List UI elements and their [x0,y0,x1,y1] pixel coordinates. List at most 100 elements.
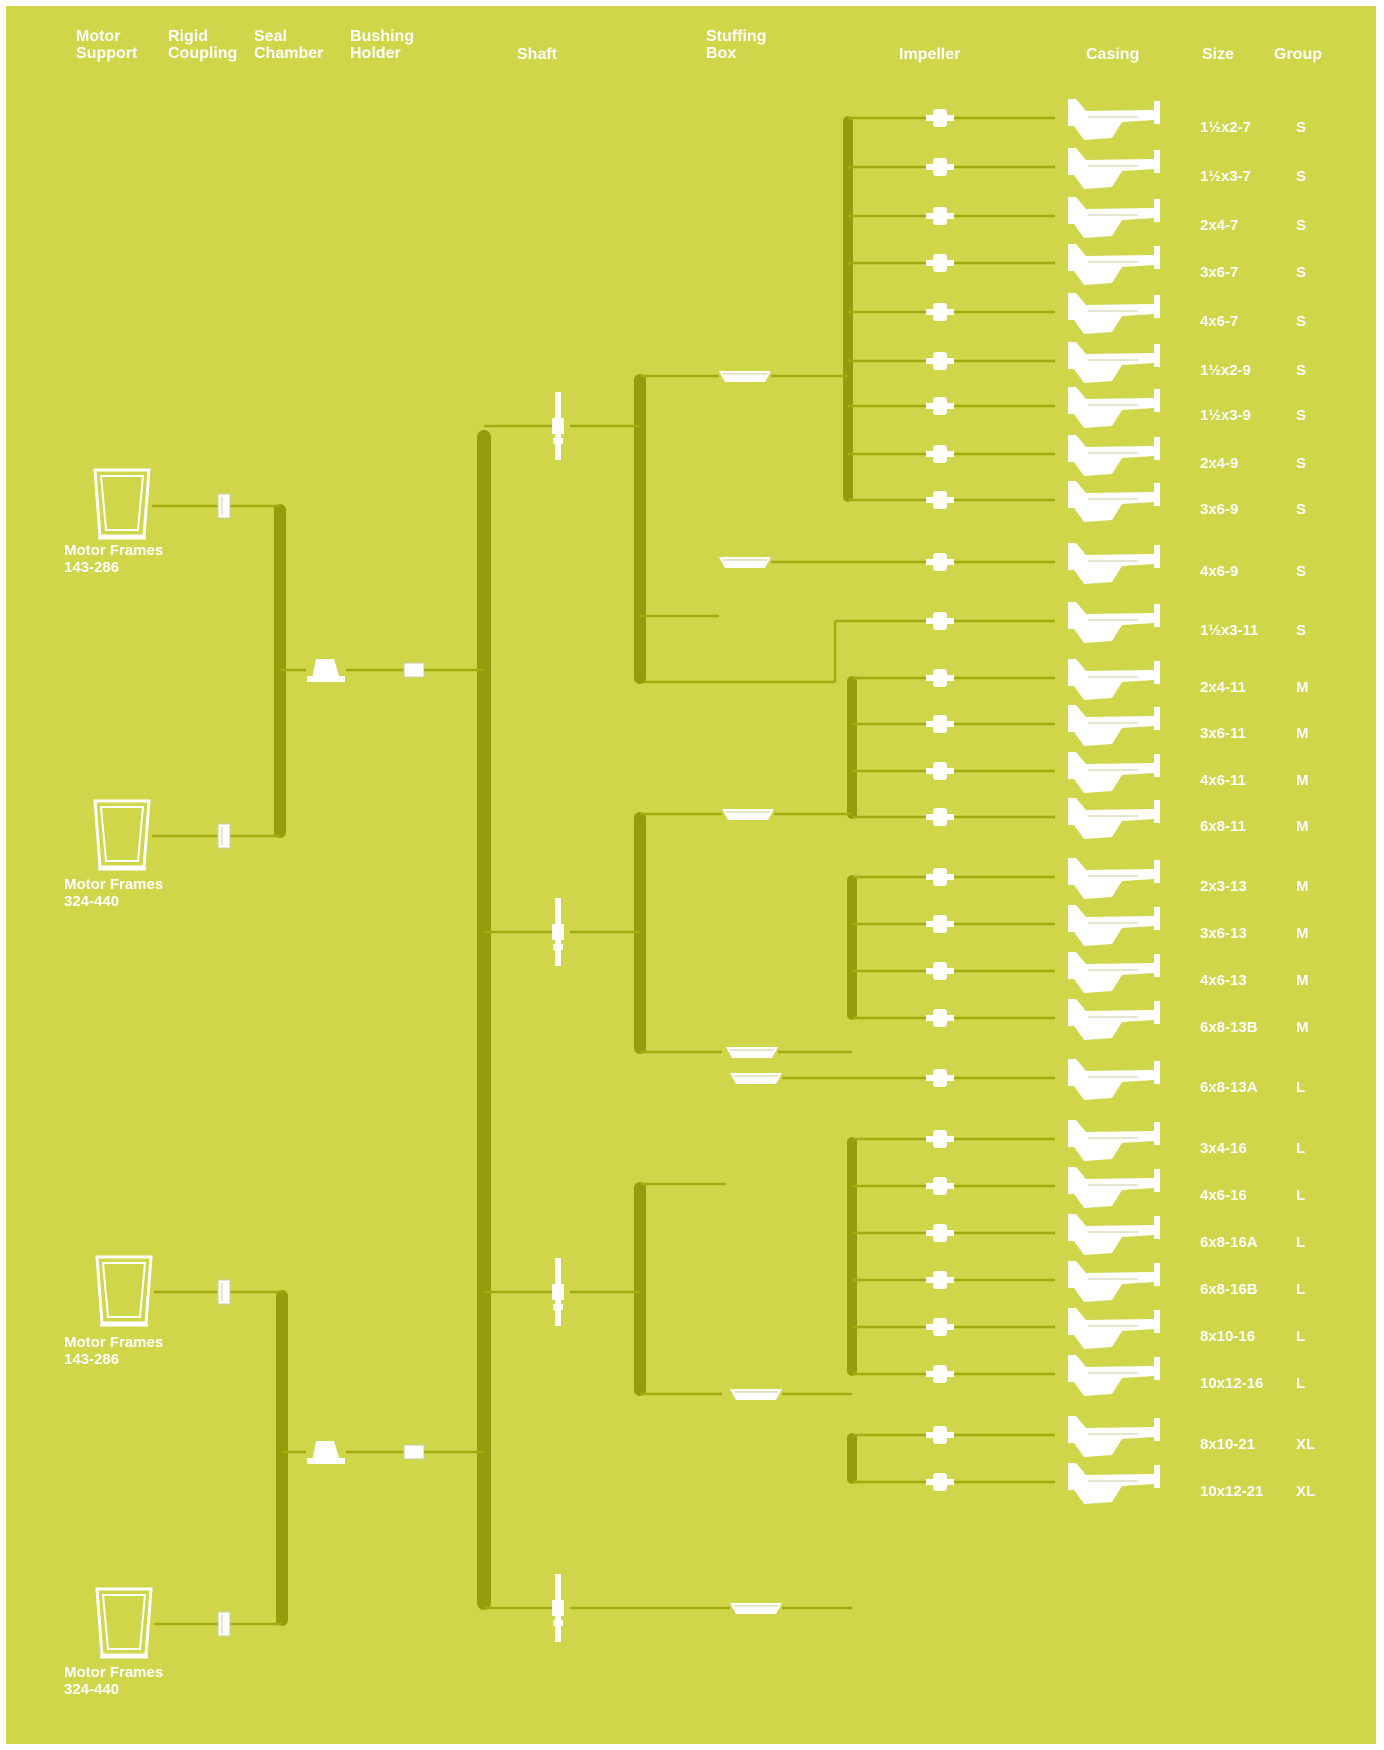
bushing-holder-icon [403,1444,425,1460]
stuffing-box-bracket [847,676,857,819]
impeller-icon [926,915,954,933]
stuffing-box-icon [730,1073,782,1084]
pump-size-label: 1½x2-7 [1200,119,1251,136]
motor-frame-icon [93,799,151,871]
pump-size-label: 4x6-9 [1200,563,1239,580]
motor-frame-icon [93,468,151,540]
shaft-icon [552,898,564,966]
impeller-icon [926,762,954,780]
motor-frames-label-3: Motor Frames 143-286 [64,1334,164,1368]
pump-size-label: 1½x3-9 [1200,407,1251,424]
casing-icon [1068,1167,1160,1208]
pump-size-label: 3x4-16 [1200,1140,1247,1157]
pump-group-label: L [1296,1281,1306,1298]
pump-size-label: 3x6-11 [1200,725,1246,742]
stuffing-box-bracket [847,875,857,1020]
pump-size-label: 2x3-13 [1200,878,1247,895]
casing-icon [1068,752,1160,793]
pump-group-label: M [1296,725,1309,742]
pump-size-label: 6x8-13B [1200,1019,1258,1036]
pump-group-label: S [1296,455,1307,472]
bushing-holder-icon [403,662,425,678]
pump-size-label: 10x12-16 [1200,1375,1264,1392]
pump-group-label: M [1296,679,1309,696]
pump-group-label: S [1296,217,1307,234]
pump-group-label: S [1296,168,1307,185]
impeller-icon [926,1069,954,1087]
header-seal-chamber: Seal Chamber [254,28,324,62]
casing-icon [1068,952,1160,993]
casing-icon [1068,798,1160,839]
header-casing: Casing [1086,46,1140,63]
casing-icon [1068,659,1160,700]
motor-frames-label-4: Motor Frames 324-440 [64,1664,164,1698]
casing-icon [1068,543,1160,584]
main-shaft-bracket [477,430,491,1610]
casing-icon [1068,99,1160,140]
casing-icon [1068,1463,1160,1504]
pump-size-label: 3x6-13 [1200,925,1247,942]
casing-icon [1068,1214,1160,1255]
casing-icon [1068,602,1160,643]
pump-size-label: 3x6-9 [1200,501,1239,518]
casing-icon [1068,1059,1160,1100]
casing-icon [1068,387,1160,428]
impeller-icon [926,1224,954,1242]
stuffing-box-icon [719,371,771,382]
pump-group-label: M [1296,772,1309,789]
impeller-icon [926,207,954,225]
header-rigid-coupling: Rigid Coupling [168,28,238,62]
pump-group-label: S [1296,119,1307,136]
impeller-icon [926,1426,954,1444]
stuffing-box-icon [730,1603,782,1614]
pump-size-label: 4x6-7 [1200,313,1239,330]
pump-size-label: 2x4-9 [1200,455,1239,472]
pump-group-label: XL [1296,1483,1316,1500]
pump-group-label: L [1296,1079,1306,1096]
shaft-icon [552,1574,564,1642]
casing-icon [1068,858,1160,899]
pump-group-label: M [1296,878,1309,895]
motor-frame-icon [95,1255,153,1327]
impeller-icon [926,1365,954,1383]
pump-group-label: S [1296,622,1307,639]
stuffing-box-bracket [847,1433,857,1484]
casing-icon [1068,1120,1160,1161]
pump-size-label: 1½x2-9 [1200,362,1251,379]
impeller-icon [926,553,954,571]
casing-icon [1068,197,1160,238]
impeller-icon [926,1318,954,1336]
pump-size-label: 6x8-16A [1200,1234,1258,1251]
stuffing-box-icon [726,1047,778,1058]
pump-group-label: L [1296,1140,1306,1157]
pump-group-label: S [1296,501,1307,518]
pump-size-label: 1½x3-7 [1200,168,1251,185]
pump-group-label: M [1296,972,1309,989]
pump-size-label: 4x6-11 [1200,772,1246,789]
seal-chamber-icon [307,1441,345,1464]
stuffing-box-icon [730,1389,782,1400]
impeller-icon [926,715,954,733]
header-group: Group [1274,46,1322,63]
casing-icon [1068,905,1160,946]
seal-chamber-icon [307,659,345,682]
casing-icon [1068,1355,1160,1396]
rigid-coupling-icon [217,1279,231,1305]
pump-group-label: S [1296,264,1307,281]
impeller-icon [926,1177,954,1195]
casing-icon [1068,1308,1160,1349]
casing-icon [1068,1261,1160,1302]
header-motor-support: Motor Support [76,28,138,62]
header-impeller: Impeller [899,46,961,63]
casing-icon [1068,293,1160,334]
pump-group-label: S [1296,313,1307,330]
pump-group-label: XL [1296,1436,1316,1453]
rigid-coupling-icon [217,1611,231,1637]
stuffing-box-bracket [847,1137,857,1376]
casing-icon [1068,435,1160,476]
pump-size-label: 4x6-16 [1200,1187,1247,1204]
rigid-coupling-icon [217,823,231,849]
impeller-icon [926,868,954,886]
pump-group-label: M [1296,1019,1309,1036]
impeller-icon [926,352,954,370]
